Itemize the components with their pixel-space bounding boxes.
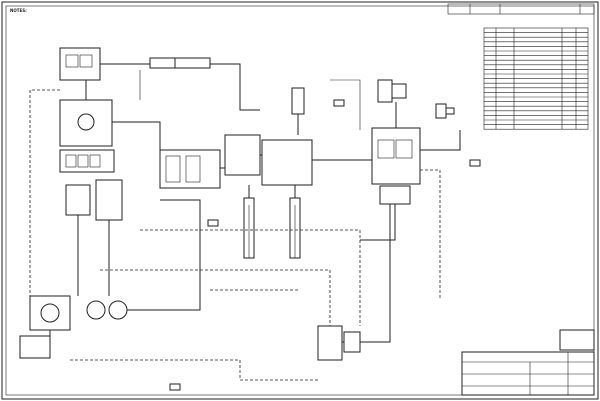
main-relief-valve [159,149,221,189]
tank-symbols [169,99,481,391]
pilot-pressure-block [317,325,361,361]
left-valve-stack [59,47,123,221]
dump-cylinders [243,197,301,259]
brake-actuators [291,79,455,119]
shock-counterbalance-valves [224,134,313,186]
brake-valve-block [371,127,421,205]
pilot-drain-lines [29,89,441,381]
title-block [461,329,595,396]
steering-cylinder [149,57,211,69]
drawing-inner-border [5,5,595,396]
hydraulic-lines [49,63,461,343]
notes-title: NOTES: [10,8,27,13]
notes-block: NOTES: [10,8,27,13]
pump-assembly [19,295,128,359]
revision-block [447,3,595,15]
parts-table [483,27,589,130]
